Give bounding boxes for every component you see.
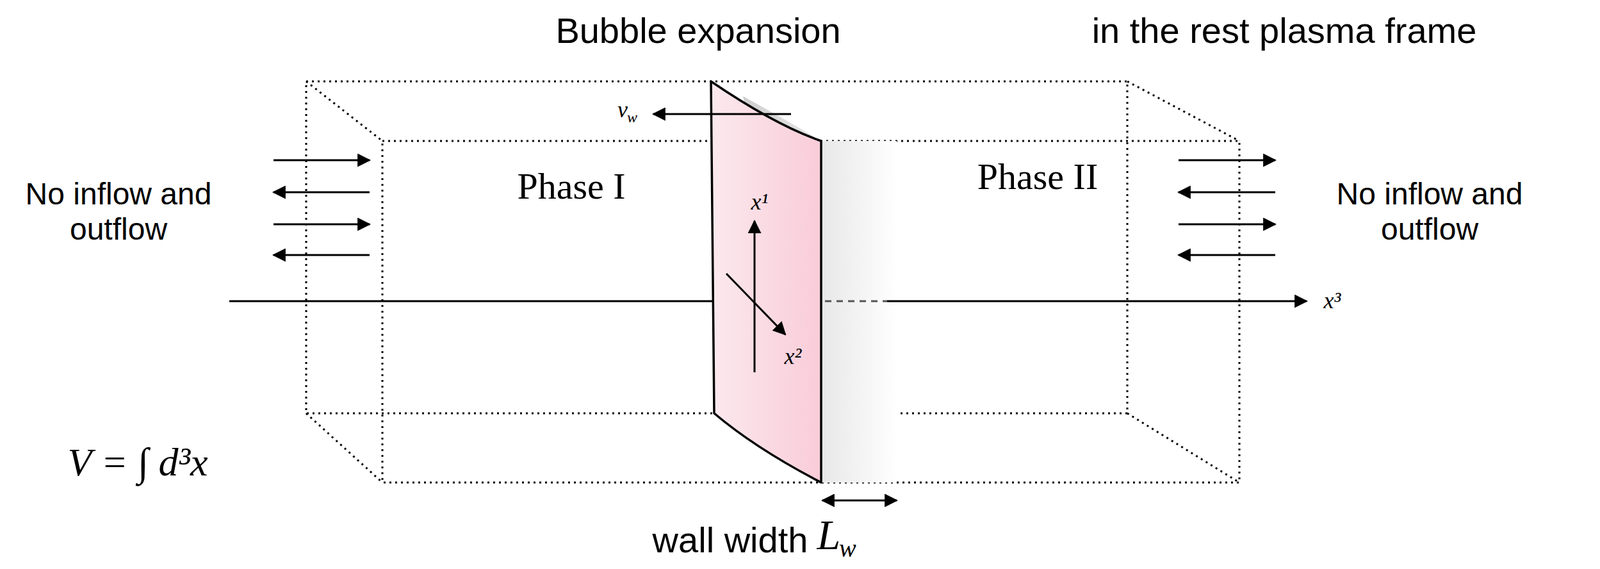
x3-axis: [229, 300, 755, 303]
width-label: wall width: [652, 519, 809, 561]
boundary-note: No inflow and outflow: [1333, 176, 1526, 247]
subscript: w: [839, 533, 857, 564]
volume-box: [306, 81, 1240, 483]
phase-label: Phase II: [977, 155, 1098, 199]
phase-label: Phase I: [516, 165, 626, 209]
velocity-label: v: [617, 96, 628, 123]
bubble-wall: [710, 81, 822, 483]
flow-arrows: [273, 160, 1276, 255]
title-text: in the rest plasma frame: [1092, 10, 1478, 52]
x1-axis: [753, 220, 756, 373]
axis-label: x¹: [751, 188, 769, 216]
volume-formula: V = ∫ d³x: [67, 439, 208, 485]
x2-axis: [726, 273, 786, 335]
title-text: Bubble expansion: [555, 10, 841, 52]
axis-label: x²: [784, 343, 802, 370]
x3-axis: [887, 300, 1307, 303]
width-arrow: [822, 499, 897, 502]
velocity-arrow: [653, 113, 792, 116]
axis-label: x³: [1323, 287, 1342, 314]
boundary-note: No inflow and outflow: [22, 176, 215, 247]
subscript: w: [627, 108, 638, 127]
width-symbol: L: [816, 510, 841, 560]
